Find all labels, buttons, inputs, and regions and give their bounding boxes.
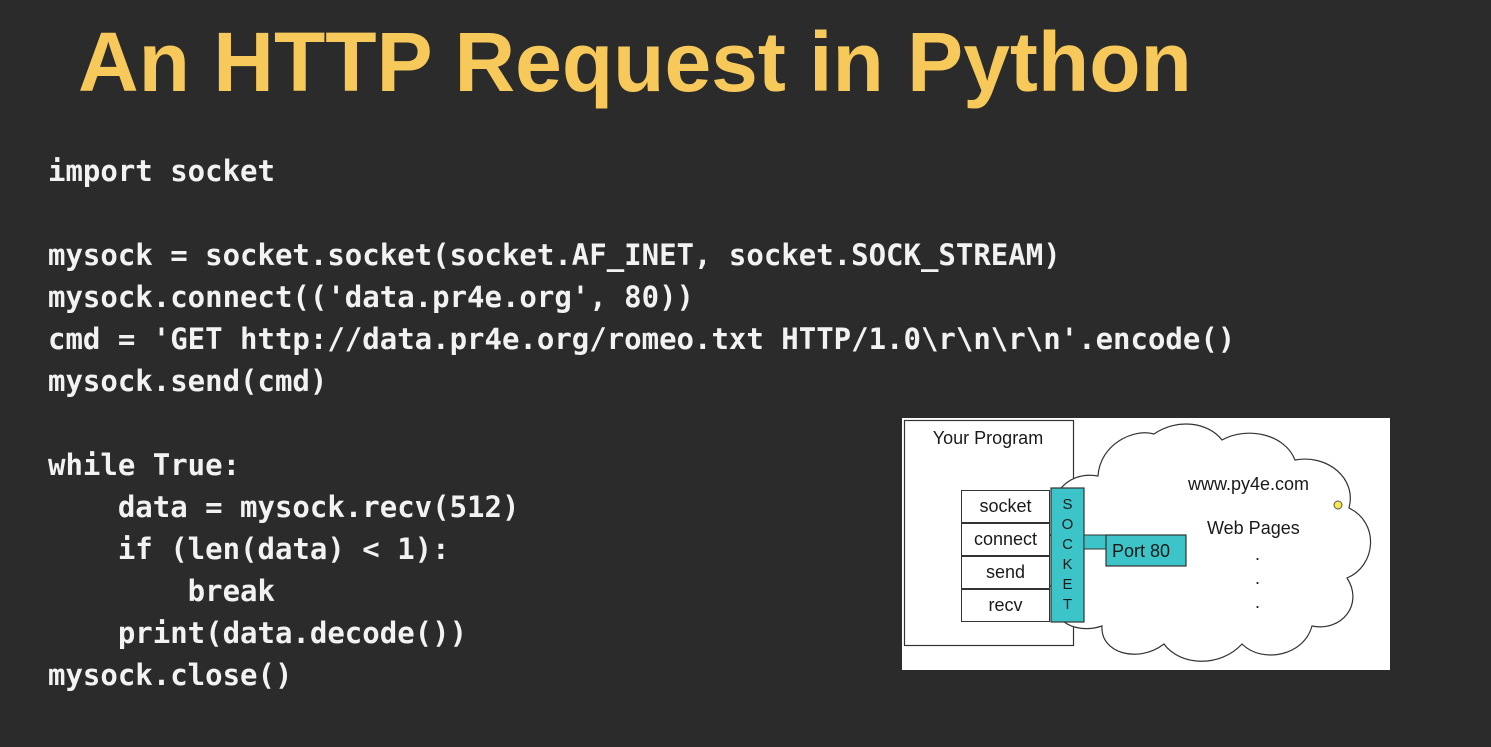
ellipsis-dot: .	[1255, 592, 1261, 612]
code-line: break	[48, 574, 275, 608]
code-line: mysock.close()	[48, 658, 293, 692]
code-line: import socket	[48, 154, 275, 188]
code-block: import socket mysock = socket.socket(sock…	[48, 150, 1235, 696]
socket-letter: O	[1061, 516, 1074, 533]
socket-bar	[1050, 487, 1085, 623]
code-line: if (len(data) < 1):	[48, 532, 450, 566]
socket-letter: K	[1062, 556, 1073, 573]
code-line: data = mysock.recv(512)	[48, 490, 520, 524]
socket-letter: C	[1062, 536, 1073, 553]
function-socket: socket	[961, 490, 1050, 523]
socket-letter: E	[1062, 576, 1073, 593]
ellipsis-dot: .	[1255, 544, 1261, 564]
code-line: mysock.connect(('data.pr4e.org', 80))	[48, 280, 695, 314]
socket-letter: T	[1062, 596, 1073, 613]
indicator-dot	[1333, 500, 1343, 510]
code-line	[48, 192, 1235, 234]
code-line: cmd = 'GET http://data.pr4e.org/romeo.tx…	[48, 322, 1236, 356]
code-line: mysock = socket.socket(socket.AF_INET, s…	[48, 238, 1061, 272]
socket-diagram: Your Program socket connect send recv S …	[902, 418, 1390, 670]
port-box	[1105, 534, 1187, 567]
port-label: Port 80	[1112, 541, 1171, 561]
function-recv: recv	[961, 589, 1050, 622]
host-label: www.py4e.com	[1188, 474, 1310, 494]
ellipsis-dot: .	[1255, 568, 1261, 588]
code-line: print(data.decode())	[48, 616, 468, 650]
web-pages-label: Web Pages	[1207, 518, 1300, 538]
code-line: mysock.send(cmd)	[48, 364, 328, 398]
function-connect: connect	[961, 523, 1050, 556]
program-title: Your Program	[932, 428, 1044, 448]
code-line: while True:	[48, 448, 241, 482]
socket-letter: S	[1062, 496, 1073, 513]
function-send: send	[961, 556, 1050, 589]
slide-title: An HTTP Request in Python	[78, 15, 1192, 109]
port-connector	[1083, 534, 1107, 550]
